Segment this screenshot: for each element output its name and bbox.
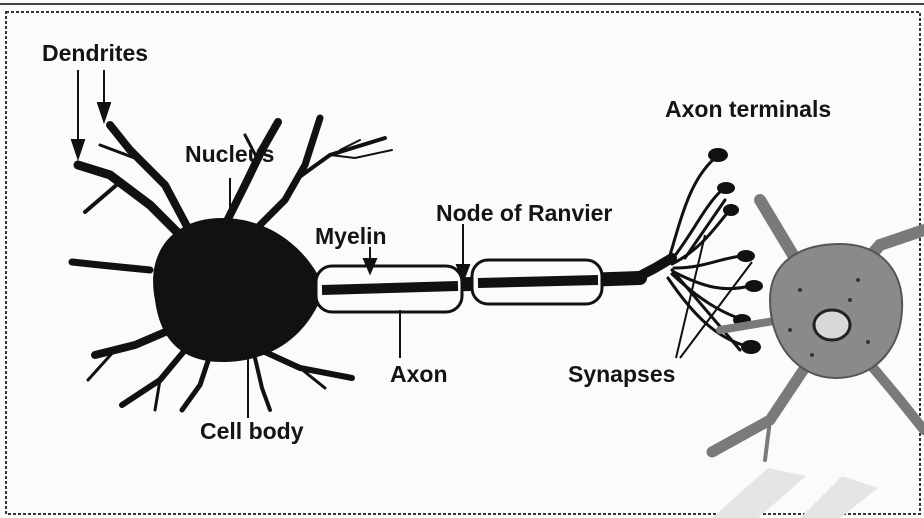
postsynaptic-neuron xyxy=(712,200,924,460)
label-cell-body: Cell body xyxy=(200,420,304,443)
watermark-mark xyxy=(712,468,878,518)
label-axon: Axon xyxy=(390,363,448,386)
label-node-of-ranvier: Node of Ranvier xyxy=(436,202,612,225)
label-synapses: Synapses xyxy=(568,363,675,386)
label-myelin: Myelin xyxy=(315,225,387,248)
label-dendrites: Dendrites xyxy=(42,42,148,65)
label-axon-terminals: Axon terminals xyxy=(665,98,831,121)
label-nucleus: Nucleus xyxy=(185,143,274,166)
